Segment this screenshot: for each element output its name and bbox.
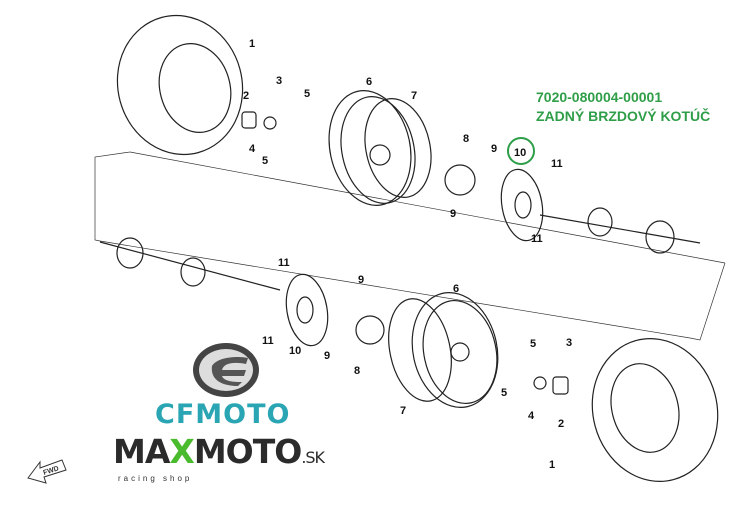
callout-11: 11 <box>551 158 563 170</box>
shop-tagline: racing shop <box>118 474 193 483</box>
callout-11: 11 <box>278 257 290 269</box>
callout-4: 4 <box>249 143 256 155</box>
cfmoto-emblem <box>193 343 259 397</box>
nut-top <box>263 116 277 130</box>
callout-9: 9 <box>491 143 497 155</box>
cfmoto-logo-text: CFMOTO <box>155 399 291 430</box>
callout-11: 11 <box>262 335 274 347</box>
callout-9: 9 <box>358 274 364 286</box>
callout-6: 6 <box>366 76 372 88</box>
callout-7: 7 <box>411 90 417 102</box>
driveshaft-top <box>539 207 701 254</box>
callout-9: 9 <box>450 208 456 220</box>
callout-6: 6 <box>453 283 459 295</box>
bottom-tire <box>591 338 719 482</box>
logo-part-x: X <box>169 432 194 471</box>
callout-5: 5 <box>304 88 310 100</box>
callout-8: 8 <box>354 365 360 377</box>
callout-8: 8 <box>463 133 469 145</box>
brake-disc-bottom <box>285 273 329 347</box>
axle-frame <box>94 151 726 341</box>
hub-cap-top <box>241 111 257 129</box>
callout-1: 1 <box>249 38 255 50</box>
logo-tld: .SK <box>301 448 325 467</box>
bottom-rim <box>388 291 499 409</box>
callout-3: 3 <box>276 75 282 87</box>
callout-5: 5 <box>501 387 507 399</box>
callout-11: 11 <box>531 233 543 245</box>
highlight-circle <box>507 137 535 165</box>
part-number: 7020-080004-00001 <box>536 89 663 105</box>
brake-disc-top <box>500 168 544 242</box>
nut-bottom <box>533 376 547 390</box>
hub-cap-bottom <box>552 376 569 395</box>
callout-1: 1 <box>549 459 555 471</box>
driveshaft-bottom <box>99 237 281 291</box>
callout-10: 10 <box>289 345 301 357</box>
logo-part-b: MOTO <box>193 432 302 471</box>
callout-10-highlighted: 10 <box>514 147 526 159</box>
callout-5: 5 <box>262 155 268 167</box>
callout-5: 5 <box>530 338 536 350</box>
fwd-label: FWD <box>42 465 59 477</box>
fwd-arrow: FWD <box>27 459 67 484</box>
callout-3: 3 <box>566 337 572 349</box>
callout-9: 9 <box>324 350 330 362</box>
hub-bottom <box>355 315 385 345</box>
maxmoto-logo: MAXMOTO.SK <box>113 432 325 471</box>
callout-2: 2 <box>243 90 249 102</box>
callout-4: 4 <box>528 410 535 422</box>
part-info: 7020-080004-00001 ZADNÝ BRZDOVÝ KOTÚČ <box>536 88 710 126</box>
top-rim <box>328 90 432 206</box>
callout-7: 7 <box>400 405 406 417</box>
callout-2: 2 <box>558 418 564 430</box>
logo-part-a: MA <box>113 432 170 471</box>
hub-top <box>444 164 476 196</box>
callouts: 1 2 3 4 5 5 6 7 8 9 9 10 11 11 11 11 10 … <box>243 38 572 471</box>
top-tire <box>116 14 244 156</box>
part-name: ZADNÝ BRZDOVÝ KOTÚČ <box>536 108 711 124</box>
